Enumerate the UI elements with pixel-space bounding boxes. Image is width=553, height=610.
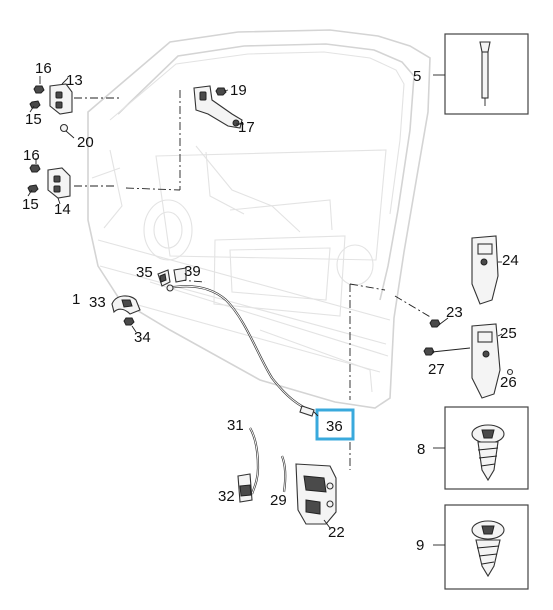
screw-34	[123, 317, 137, 333]
callout-22: 22	[328, 524, 345, 541]
callout-33: 33	[89, 294, 106, 311]
screw-16-upper	[33, 76, 45, 94]
pin-26	[506, 368, 514, 376]
hinge-14	[47, 167, 71, 199]
callout-16-lower: 16	[23, 147, 40, 164]
rod-29	[280, 455, 287, 493]
highlight-box-36[interactable]	[315, 408, 355, 441]
callout-31: 31	[227, 417, 244, 434]
bolt-20	[59, 123, 75, 139]
assembly-lines	[74, 90, 433, 470]
callout-19: 19	[230, 82, 247, 99]
screw-16-lower	[29, 158, 41, 173]
clip-35	[157, 269, 171, 287]
screw-19	[215, 87, 229, 96]
callout-labels: 16 13 15 20 16 15 14 19 17 5 35 39 24 1 …	[22, 60, 519, 554]
callout-15-upper: 15	[25, 111, 42, 128]
callout-29: 29	[270, 492, 287, 509]
release-cable-36	[166, 284, 315, 417]
callout-1: 1	[72, 291, 80, 308]
door-lock-22	[295, 463, 337, 529]
callout-16-upper: 16	[35, 60, 52, 77]
callout-20: 20	[77, 134, 94, 151]
callout-13: 13	[66, 72, 83, 89]
callout-9: 9	[416, 537, 424, 554]
handle-bracket-33	[111, 295, 141, 315]
callout-36[interactable]: 36	[326, 418, 343, 435]
screw-box-9	[433, 504, 529, 590]
screw-15-lower	[27, 184, 39, 197]
rod-31	[249, 427, 260, 495]
rivet-box-5	[433, 33, 529, 115]
screw-23	[429, 317, 449, 328]
callout-32: 32	[218, 488, 235, 505]
striker-bracket-24	[471, 235, 502, 305]
callout-35: 35	[136, 264, 153, 281]
callout-14: 14	[54, 201, 71, 218]
callout-15-lower: 15	[22, 196, 39, 213]
screw-27	[423, 347, 471, 356]
lock-cylinder-32	[237, 473, 253, 503]
clip-39	[173, 267, 187, 283]
screw-15-upper	[29, 100, 41, 113]
callout-25: 25	[500, 325, 517, 342]
striker-bracket-25	[471, 323, 503, 399]
callout-24: 24	[502, 252, 519, 269]
callout-39: 39	[184, 263, 201, 280]
door-shell	[87, 29, 431, 409]
door-check-17	[193, 85, 244, 129]
callout-27: 27	[428, 361, 445, 378]
screw-box-8	[433, 406, 529, 490]
callout-34: 34	[134, 329, 151, 346]
callout-26: 26	[500, 374, 517, 391]
hinge-13	[49, 83, 73, 115]
callout-17: 17	[238, 119, 255, 136]
callout-5: 5	[413, 68, 421, 85]
callout-8: 8	[417, 441, 425, 458]
callout-23: 23	[446, 304, 463, 321]
